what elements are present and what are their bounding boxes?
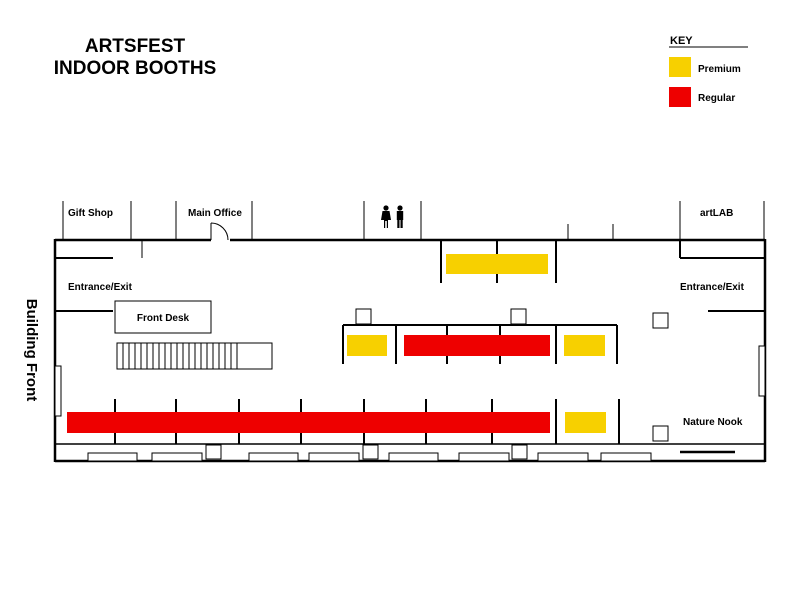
legend-swatch-premium xyxy=(669,57,691,77)
page-title: ARTSFEST INDOOR BOOTHS xyxy=(30,36,240,80)
window xyxy=(758,345,766,397)
window xyxy=(54,365,62,417)
booth-regular[interactable] xyxy=(176,412,239,433)
entrance-right-label: Entrance/Exit xyxy=(680,282,745,293)
window xyxy=(248,452,299,462)
nature-nook-label: Nature Nook xyxy=(683,417,743,428)
building-front-label: Building Front xyxy=(23,299,40,401)
staircase xyxy=(116,342,273,370)
booth-premium[interactable] xyxy=(347,335,387,356)
booth-regular[interactable] xyxy=(492,412,550,433)
front-desk xyxy=(114,300,212,334)
booth-regular[interactable] xyxy=(364,412,426,433)
gift-shop-label: Gift Shop xyxy=(68,208,113,219)
main-office-label: Main Office xyxy=(188,208,242,219)
legend-label-regular: Regular xyxy=(698,93,735,104)
restroom-icon xyxy=(381,205,404,228)
legend-swatch-regular xyxy=(669,87,691,107)
booth-regular[interactable] xyxy=(426,412,492,433)
upper-rooms xyxy=(62,201,765,240)
legend: KEY Premium Regular xyxy=(669,35,748,107)
booth-premium[interactable] xyxy=(497,254,548,274)
window xyxy=(151,452,203,462)
window xyxy=(600,452,652,462)
window xyxy=(87,452,138,462)
booth-regular[interactable] xyxy=(500,335,550,356)
booth-regular[interactable] xyxy=(404,335,447,356)
booth-regular[interactable] xyxy=(239,412,301,433)
legend-label-premium: Premium xyxy=(698,64,741,75)
column xyxy=(652,425,669,442)
booths xyxy=(67,254,606,433)
booth-regular[interactable] xyxy=(67,412,115,433)
booth-premium[interactable] xyxy=(565,412,606,433)
legend-heading: KEY xyxy=(670,35,693,47)
entrance-left-label: Entrance/Exit xyxy=(68,282,133,293)
column xyxy=(652,312,669,329)
column xyxy=(511,444,528,460)
column xyxy=(355,308,372,325)
column xyxy=(362,444,379,460)
interior-walls xyxy=(55,240,765,312)
windows xyxy=(54,345,766,462)
booth-regular[interactable] xyxy=(115,412,176,433)
booth-regular[interactable] xyxy=(301,412,364,433)
booth-premium[interactable] xyxy=(446,254,497,274)
columns xyxy=(205,308,669,460)
office-door xyxy=(210,222,229,241)
column xyxy=(510,308,527,325)
window xyxy=(388,452,439,462)
front-desk-label: Front Desk xyxy=(137,313,190,324)
window xyxy=(308,452,360,462)
window xyxy=(458,452,510,462)
title-line-2: INDOOR BOOTHS xyxy=(53,58,217,79)
booth-premium[interactable] xyxy=(564,335,605,356)
window xyxy=(537,452,589,462)
title-line-1: ARTSFEST xyxy=(84,36,186,57)
artlab-label: artLAB xyxy=(700,208,733,219)
booth-regular[interactable] xyxy=(447,335,500,356)
column xyxy=(205,444,222,460)
